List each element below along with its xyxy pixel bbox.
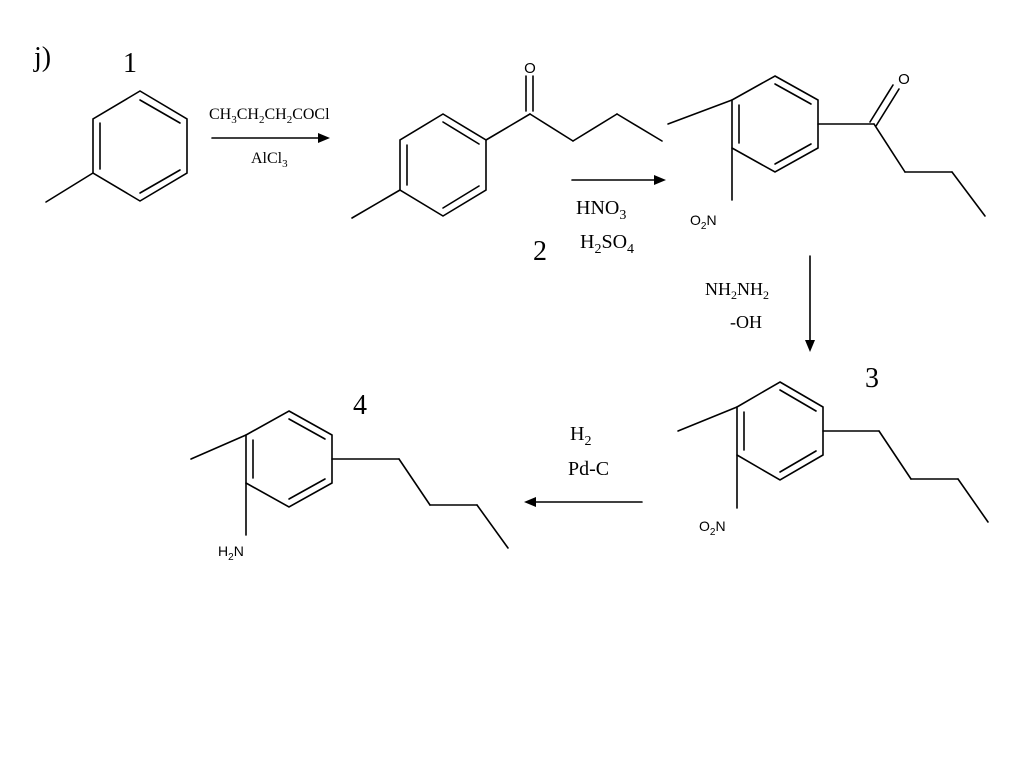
reaction-arrow-step-2 [571, 175, 666, 185]
compound-number-3: 3 [865, 363, 879, 394]
reagent-aluminum-chloride: AlCl3 [251, 150, 288, 170]
reaction-arrow-step-4 [524, 497, 643, 507]
nitro-group-label: O2N [690, 212, 717, 232]
reagent-palladium-carbon: Pd-C [568, 458, 609, 480]
compound-2-ketone [351, 75, 663, 219]
reagent-nitric-acid: HNO3 [576, 197, 626, 223]
reagent-hydrazine: NH2NH2 [705, 279, 769, 302]
reaction-arrow-step-1 [211, 133, 330, 143]
compound-number-1: 1 [123, 48, 137, 79]
reagent-butanoyl-chloride: CH3CH2CH2COCl [209, 106, 330, 126]
part-label: j) [33, 42, 51, 73]
reagent-hydroxide: -OH [730, 312, 762, 332]
compound-number-2: 2 [533, 236, 547, 267]
compound-1-toluene [45, 90, 188, 203]
ketone-oxygen-label-2: O [898, 71, 910, 88]
reagent-hydrogen: H2 [570, 423, 591, 449]
nitro-ketone-intermediate [667, 75, 986, 217]
compound-3-nitro-butyl [677, 381, 989, 523]
reaction-arrow-step-3 [805, 255, 815, 352]
compound-number-4: 4 [353, 390, 367, 421]
ketone-oxygen-label: O [524, 60, 536, 77]
compound-4-amine [190, 410, 509, 549]
reagent-sulfuric-acid: H2SO4 [580, 231, 634, 257]
amine-group-label: H2N [218, 543, 244, 563]
nitro-group-label-2: O2N [699, 518, 726, 538]
